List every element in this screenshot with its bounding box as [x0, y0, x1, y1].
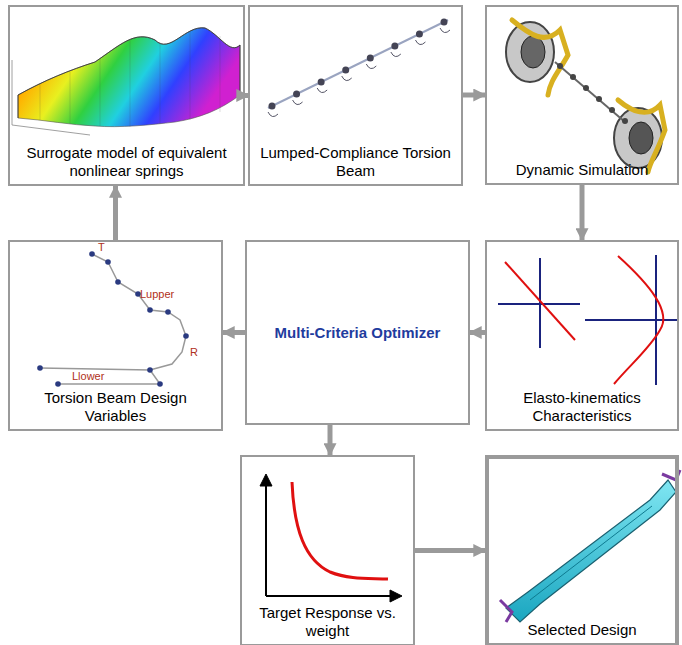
beam-node: [596, 96, 602, 102]
flow-arrow: [415, 548, 485, 553]
pareto-plot: [260, 474, 402, 602]
flow-arrow: [470, 330, 485, 335]
beam-node: [570, 74, 576, 80]
process-box: Torsion Beam Design Variables: [8, 240, 223, 431]
sketch-point: [157, 381, 163, 387]
spring-coil: [366, 64, 376, 69]
spring-node: [342, 67, 349, 74]
spring-coil: [268, 112, 278, 117]
compliance-springs: [268, 19, 450, 117]
box-label: Target Response vs. weight: [242, 604, 413, 640]
variable-label: R: [190, 346, 198, 358]
spring-coil: [440, 28, 450, 33]
process-box: Target Response vs. weight: [240, 455, 415, 645]
box-label: Elasto-kinematics Characteristics: [487, 389, 677, 425]
spring-coil: [317, 88, 327, 93]
sketch-point: [37, 365, 43, 371]
sketch-point: [105, 259, 111, 265]
flow-arrow: [113, 186, 118, 240]
beam-nodes: [557, 63, 628, 124]
selected-beam: [500, 470, 680, 622]
process-box: Multi-Criteria Optimizer: [245, 240, 470, 425]
box-label: Lumped-Compliance Torsion Beam: [250, 144, 461, 180]
flow-arrow: [463, 93, 485, 98]
box-label: Multi-Criteria Optimizer: [247, 324, 468, 342]
sketch-point: [115, 279, 121, 285]
box-label: Dynamic Simulation: [487, 161, 677, 179]
sketch-point: [183, 333, 189, 339]
ek-curves: [498, 255, 678, 385]
variable-label: T: [98, 241, 105, 253]
beam-node: [583, 85, 589, 91]
spring-node: [391, 43, 398, 50]
sketch-point: [55, 381, 61, 387]
spring-coil: [391, 52, 401, 57]
sketch-point: [165, 309, 171, 315]
variable-label: Lupper: [140, 288, 174, 300]
process-box: Selected Design: [485, 455, 679, 645]
process-box: Dynamic Simulation: [485, 5, 679, 185]
spring-coil: [293, 100, 303, 105]
spring-coil: [415, 40, 425, 45]
beam-node: [557, 63, 563, 69]
spring-node: [367, 55, 374, 62]
process-box: Surrogate model of equivalent nonlinear …: [8, 5, 245, 186]
spring-node: [293, 91, 300, 98]
lumped-beam: [268, 20, 448, 108]
flow-arrow: [580, 185, 585, 240]
process-box: Lumped-Compliance Torsion Beam: [248, 5, 463, 186]
sketch-point: [147, 307, 153, 313]
flow-arrow: [328, 425, 333, 455]
spring-node: [269, 103, 276, 110]
beam-node: [622, 118, 628, 124]
sketch-point: [147, 367, 153, 373]
box-label: Torsion Beam Design Variables: [10, 389, 221, 425]
spring-coil: [342, 76, 352, 81]
sketch-points: [37, 251, 189, 387]
sketch-point: [89, 251, 95, 257]
flow-arrow: [223, 330, 245, 335]
spring-node: [416, 31, 423, 38]
surrogate-surface: [12, 28, 240, 135]
beam-node: [609, 107, 615, 113]
box-label: Surrogate model of equivalent nonlinear …: [10, 144, 243, 180]
design-sketch: [40, 254, 186, 384]
spring-node: [318, 79, 325, 86]
sketch-point: [135, 291, 141, 297]
process-box: Elasto-kinematics Characteristics: [485, 240, 679, 431]
spring-node: [441, 19, 448, 26]
variable-label: Llower: [72, 370, 104, 382]
box-label: Selected Design: [489, 621, 675, 639]
suspension-model: [506, 20, 665, 172]
